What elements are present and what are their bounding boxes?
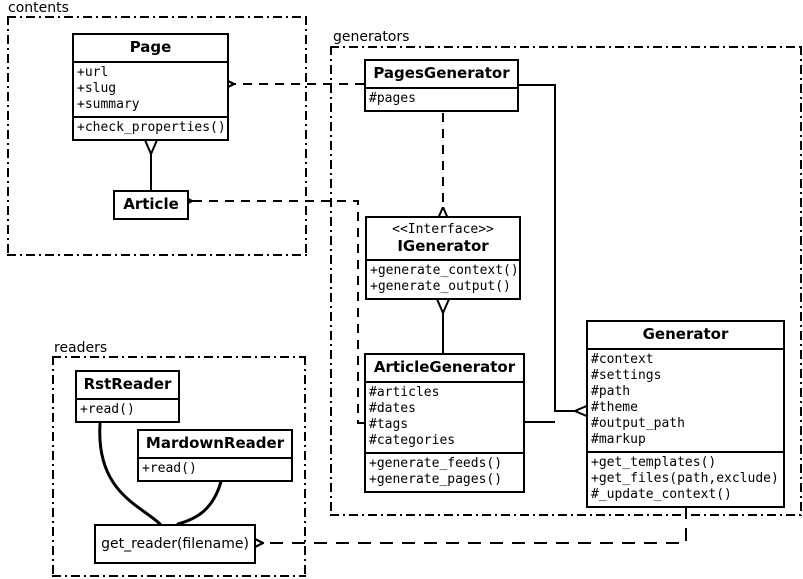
function-get-reader-label: get_reader(filename) (101, 536, 249, 552)
relation-get-reader-returns-mardownreader (176, 467, 229, 526)
package-generators-label: generators (331, 30, 413, 45)
class-page-operations: +check_properties() (74, 116, 227, 139)
attribute: #dates (369, 401, 416, 416)
attribute: +url (77, 65, 109, 80)
package-contents-label: contents (6, 1, 72, 16)
class-article-name: Article (123, 195, 179, 213)
class-igenerator-operations: +generate_context() +generate_output() (367, 259, 519, 298)
operation: +read() (142, 461, 197, 476)
operation: +check_properties() (77, 120, 226, 135)
class-rst-reader-operations: +read() (77, 398, 178, 421)
class-page-name: Page (129, 38, 172, 56)
operation: +read() (80, 402, 135, 417)
relation-generator-uses-get-reader (263, 506, 687, 543)
relation-get-reader-returns-rstreader (96, 413, 162, 526)
class-rst-reader[interactable]: RstReader +read() (75, 370, 180, 423)
attribute: #path (591, 384, 631, 399)
class-generator-attributes: #context #settings #path #theme #output_… (588, 348, 783, 451)
class-article[interactable]: Article (113, 190, 189, 220)
class-igenerator-stereotype: <<Interface>> (392, 222, 494, 237)
attribute: #output_path (591, 416, 685, 431)
class-pages-generator[interactable]: PagesGenerator #pages (364, 59, 519, 112)
attribute: +summary (77, 97, 140, 112)
function-get-reader[interactable]: get_reader(filename) (94, 524, 256, 564)
class-pages-generator-name: PagesGenerator (373, 64, 510, 82)
operation: +generate_feeds() (369, 456, 503, 471)
attribute: #articles (369, 385, 440, 400)
relation-pagesgenerator-inherits-generator (519, 84, 575, 411)
attribute: #categories (369, 433, 456, 448)
attribute: #settings (591, 368, 662, 383)
class-article-generator[interactable]: ArticleGenerator #articles #dates #tags … (364, 353, 525, 493)
class-igenerator-header: <<Interface>> IGenerator (367, 218, 519, 259)
class-igenerator[interactable]: <<Interface>> IGenerator +generate_conte… (365, 216, 521, 300)
class-article-generator-operations: +generate_feeds() +generate_pages() (366, 452, 523, 491)
class-page-attributes: +url +slug +summary (74, 61, 227, 116)
operation: +generate_context() (370, 263, 519, 278)
class-igenerator-name: IGenerator (397, 237, 489, 255)
attribute: #tags (369, 417, 409, 432)
operation: +get_templates() (591, 455, 717, 470)
class-mardown-reader[interactable]: MardownReader +read() (137, 429, 293, 482)
relation-articlegenerator-uses-article (192, 201, 364, 424)
class-pages-generator-attributes: #pages (366, 87, 517, 110)
class-generator[interactable]: Generator #context #settings #path #them… (586, 320, 785, 508)
operation: +generate_output() (370, 279, 511, 294)
class-mardown-reader-name: MardownReader (145, 434, 285, 452)
class-mardown-reader-operations: +read() (139, 457, 291, 480)
attribute: +slug (77, 81, 117, 96)
attribute: #context (591, 352, 654, 367)
attribute: #pages (369, 91, 416, 106)
class-article-generator-name: ArticleGenerator (373, 358, 516, 376)
attribute: #markup (591, 432, 646, 447)
attribute: #theme (591, 400, 638, 415)
class-generator-name: Generator (642, 325, 729, 343)
operation: +generate_pages() (369, 472, 503, 487)
class-rst-reader-name: RstReader (83, 375, 172, 393)
package-readers-label: readers (52, 341, 111, 356)
operation: +get_files(path,exclude) (591, 471, 779, 486)
class-page[interactable]: Page +url +slug +summary +check_properti… (72, 33, 229, 141)
operation: #_update_context() (591, 487, 732, 502)
class-article-generator-attributes: #articles #dates #tags #categories (366, 381, 523, 452)
class-generator-operations: +get_templates() +get_files(path,exclude… (588, 451, 783, 506)
